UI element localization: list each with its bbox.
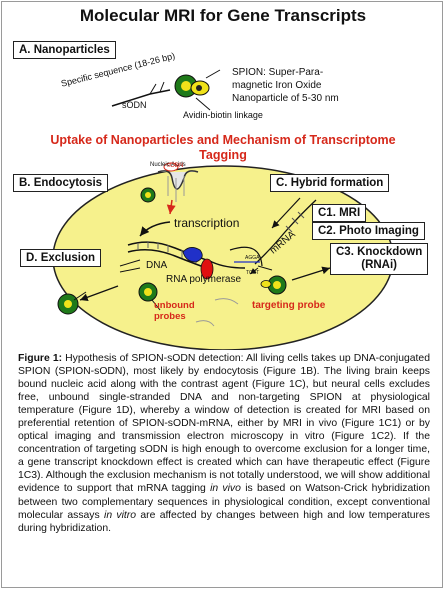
- exclusion-particles: [57, 282, 161, 315]
- section-heading-line1: Uptake of Nanoparticles and Mechanism of…: [50, 133, 396, 147]
- targeting-probe-complex: [234, 261, 287, 295]
- c1-mri-label: C1. MRI: [312, 204, 367, 222]
- hybrid-formation-label: C. Hybrid formation: [270, 174, 390, 192]
- c3-knockdown-label: C3. Knockdown (RNAi): [330, 243, 429, 275]
- panel-a-label: A. Nanoparticles: [13, 41, 116, 59]
- endocytosis-label: B. Endocytosis: [13, 174, 109, 192]
- exclusion-label: D. Exclusion: [20, 249, 102, 267]
- unbound-probes-label: unbound probes: [154, 300, 195, 322]
- rna-polymerase-label: RNA polymerase: [166, 274, 242, 285]
- caption-in-vivo: in vivo: [210, 483, 241, 495]
- section-heading-line2: Tagging: [199, 148, 247, 162]
- caption-part-3: is based on Watson-Crick hybridization b…: [18, 483, 431, 521]
- spion-desc-line2: magnetic Iron Oxide: [232, 80, 322, 91]
- sequence-agga: AGGA: [245, 255, 260, 261]
- figure-label: Figure 1:: [18, 353, 63, 364]
- spion-desc-line3: Nanoparticle of 5-30 nm: [232, 93, 339, 104]
- sodn-label: sODN: [122, 100, 147, 110]
- rna-polymerase-shape: [182, 247, 203, 263]
- sequence-tcct: TCCT: [246, 270, 260, 276]
- c3-line2: (RNAi): [361, 259, 398, 271]
- diagram-canvas: [52, 69, 394, 350]
- endocytosis-pit: [157, 162, 199, 215]
- spion-desc-line1: SPION: Super-Para-: [232, 67, 324, 78]
- caption-part-1: Hypothesis of SPION-sODN detection: All …: [18, 353, 430, 495]
- nucleic-acids-label: Nucleic Acids: [150, 162, 186, 168]
- dna-label: DNA: [146, 260, 168, 271]
- caption-in-vitro: in vitro: [104, 509, 137, 521]
- avidin-biotin-label: Avidin-biotin linkage: [183, 110, 263, 120]
- c2-photo-imaging-label: C2. Photo Imaging: [312, 222, 425, 240]
- targeting-probe-label: targeting probe: [252, 300, 326, 311]
- c3-line1: C3. Knockdown: [336, 246, 423, 258]
- caption-part-5: are affected by changes between high and…: [18, 509, 430, 534]
- figure-caption: Figure 1: Hypothesis of SPION-sODN detec…: [18, 352, 430, 535]
- sodn-small-label: sODN: [167, 163, 184, 169]
- unbound-line2: probes: [154, 311, 186, 322]
- nanoparticle-illustration: [111, 69, 221, 111]
- figure-title: Molecular MRI for Gene Transcripts: [79, 6, 367, 25]
- unbound-line1: unbound: [154, 300, 195, 311]
- transcription-label: transcription: [174, 216, 240, 230]
